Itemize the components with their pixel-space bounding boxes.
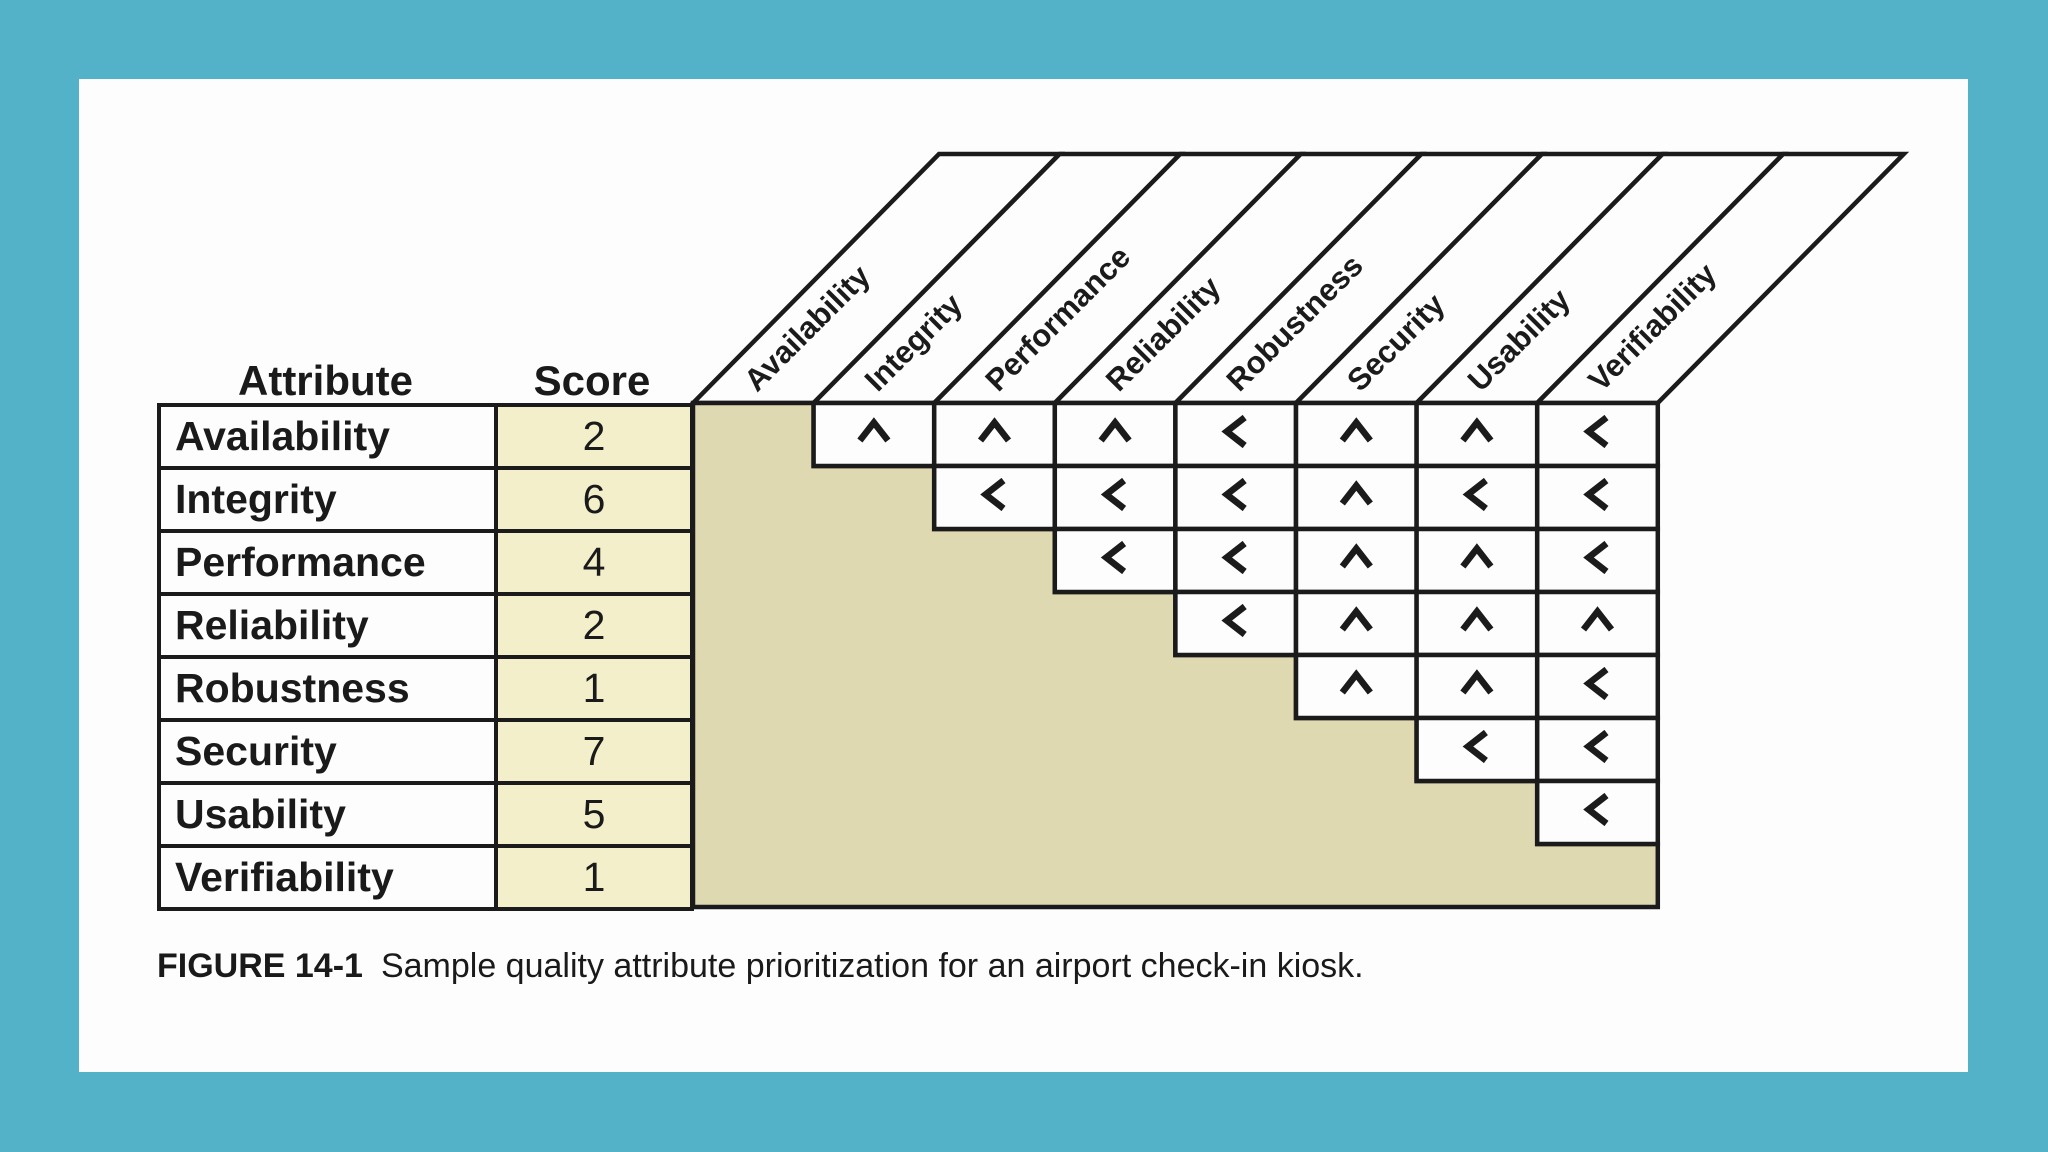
column-wins-symbol xyxy=(980,477,1006,512)
attribute-cell: Performance xyxy=(157,529,498,596)
row-wins-symbol xyxy=(1339,480,1373,506)
column-wins-symbol xyxy=(1100,477,1127,512)
comparison-cell xyxy=(811,400,937,469)
row-wins-symbol xyxy=(1339,543,1373,569)
attribute-cell: Verifiability xyxy=(157,844,498,911)
column-wins-symbol xyxy=(1462,477,1488,512)
column-wins-symbol xyxy=(1583,792,1609,827)
comparison-cell xyxy=(1414,589,1540,658)
attribute-cell: Usability xyxy=(157,781,498,848)
column-wins-symbol xyxy=(1583,540,1609,575)
comparison-cell xyxy=(1293,589,1419,658)
column-wins-symbol xyxy=(1221,540,1247,575)
attribute-cell: Integrity xyxy=(157,466,498,533)
score-cell: 7 xyxy=(494,718,694,785)
row-wins-symbol xyxy=(1098,417,1132,443)
figure-caption-text: Sample quality attribute prioritization … xyxy=(380,947,1364,985)
row-wins-symbol xyxy=(857,417,891,443)
attribute-column-header: Attribute xyxy=(238,357,413,404)
comparison-cell xyxy=(1534,589,1661,658)
row-wins-symbol xyxy=(1339,669,1373,695)
comparison-cell xyxy=(1534,526,1661,595)
score-cell: 2 xyxy=(494,592,694,659)
comparison-cell xyxy=(931,400,1058,469)
comparison-cell xyxy=(1293,400,1419,469)
row-wins-symbol xyxy=(1460,669,1494,695)
score-cell: 1 xyxy=(494,844,694,911)
column-wins-symbol xyxy=(1100,540,1127,575)
comparison-cell xyxy=(1293,463,1419,532)
comparison-cell xyxy=(1414,400,1540,469)
comparison-cell xyxy=(1414,652,1540,721)
comparison-cell xyxy=(1293,526,1419,595)
attribute-cell: Availability xyxy=(157,403,498,470)
attribute-cell: Reliability xyxy=(157,592,498,659)
column-wins-symbol xyxy=(1221,603,1247,638)
score-cell: 5 xyxy=(494,781,694,848)
comparison-cell xyxy=(1052,400,1178,469)
row-wins-symbol xyxy=(1460,543,1494,569)
row-wins-symbol xyxy=(1339,606,1373,632)
score-cell: 6 xyxy=(494,466,694,533)
column-wins-symbol xyxy=(1583,666,1609,701)
figure-caption-label: FIGURE 14-1 xyxy=(157,947,363,985)
column-wins-symbol xyxy=(1583,477,1609,512)
attribute-cell: Robustness xyxy=(157,655,498,722)
figure-caption: FIGURE 14-1 Sample quality attribute prio… xyxy=(157,947,1364,986)
score-column-header: Score xyxy=(533,357,651,404)
comparison-cell xyxy=(1293,652,1419,721)
column-wins-symbol xyxy=(1583,729,1609,764)
score-cell: 1 xyxy=(494,655,694,722)
row-wins-symbol xyxy=(1580,606,1615,632)
attribute-cell: Security xyxy=(157,718,498,785)
score-cell: 4 xyxy=(494,529,694,596)
row-wins-symbol xyxy=(1460,606,1494,632)
row-wins-symbol xyxy=(1339,417,1373,443)
column-wins-symbol xyxy=(1221,414,1247,449)
row-wins-symbol xyxy=(1460,417,1494,443)
row-wins-symbol xyxy=(977,417,1012,443)
column-wins-symbol xyxy=(1221,477,1247,512)
column-wins-symbol xyxy=(1583,414,1609,449)
comparison-cell xyxy=(1414,526,1540,595)
column-wins-symbol xyxy=(1462,729,1488,764)
score-cell: 2 xyxy=(494,403,694,470)
